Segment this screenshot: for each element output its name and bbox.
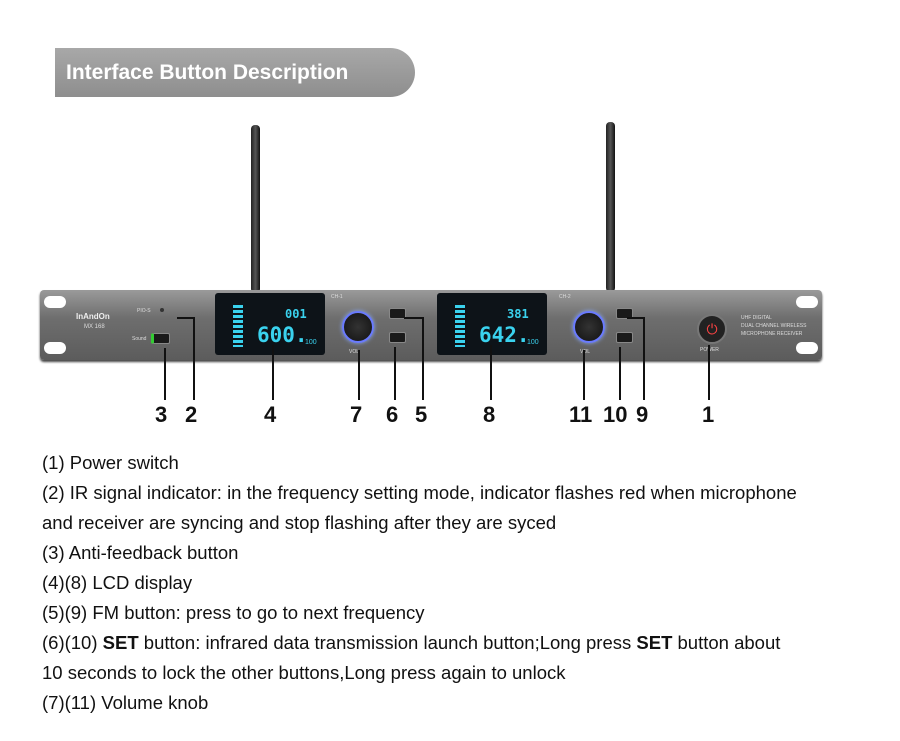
callout-8: 8 (483, 402, 496, 427)
callout-4: 4 (264, 402, 277, 427)
callout-10: 10 (603, 402, 628, 427)
callout-11: 11 (569, 402, 593, 427)
callout-7: 7 (350, 402, 363, 427)
model-label: MX 168 (84, 324, 105, 330)
description-list: (1) Power switch (2) IR signal indicator… (42, 448, 797, 718)
desc-line: and receiver are syncing and stop flashi… (42, 512, 557, 533)
desc-line: (4)(8) LCD display (42, 572, 193, 593)
vol-label-1: VOL (349, 349, 360, 355)
antenna-left (251, 125, 260, 293)
fm-button-1[interactable] (389, 308, 406, 319)
sound-label: Sound (132, 336, 147, 342)
volume-knob-2[interactable] (573, 311, 605, 343)
vol-label-2: VOL (580, 349, 591, 355)
ir-indicator (160, 308, 164, 312)
callout-1: 1 (702, 402, 715, 427)
fm-button-2[interactable] (616, 308, 633, 319)
set-button-1[interactable] (389, 332, 406, 343)
desc-line: (7)(11) Volume knob (42, 692, 209, 713)
desc-line: (2) IR signal indicator: in the frequenc… (42, 482, 797, 503)
ch1-label: CH-1 (331, 294, 343, 300)
panel-desc-line: DUAL CHANNEL WIRELESS (741, 323, 807, 329)
section-header: Interface Button Description (55, 48, 415, 97)
callout-2: 2 (185, 402, 198, 427)
anti-feedback-button[interactable] (151, 333, 170, 344)
brand-logo: InAndOn (76, 312, 110, 321)
callout-3: 3 (155, 402, 168, 427)
panel-desc-line: UHF DIGITAL (741, 315, 772, 321)
desc-line: (6)(10) SET button: infrared data transm… (42, 632, 781, 653)
volume-knob-1[interactable] (342, 311, 374, 343)
desc-line: (5)(9) FM button: press to go to next fr… (42, 602, 425, 623)
callout-5: 5 (415, 402, 428, 427)
power-switch[interactable]: ⏻ (697, 314, 727, 344)
ir-label: PIO-S (137, 308, 151, 314)
panel-desc-line: MICROPHONE RECEIVER (741, 331, 803, 337)
set-button-2[interactable] (616, 332, 633, 343)
desc-line: 10 seconds to lock the other buttons,Lon… (42, 662, 566, 683)
antenna-right (606, 122, 615, 292)
callout-6: 6 (386, 402, 399, 427)
desc-line: (1) Power switch (42, 452, 179, 473)
ch2-label: CH-2 (559, 294, 571, 300)
callout-9: 9 (636, 402, 649, 427)
desc-line: (3) Anti-feedback button (42, 542, 239, 563)
